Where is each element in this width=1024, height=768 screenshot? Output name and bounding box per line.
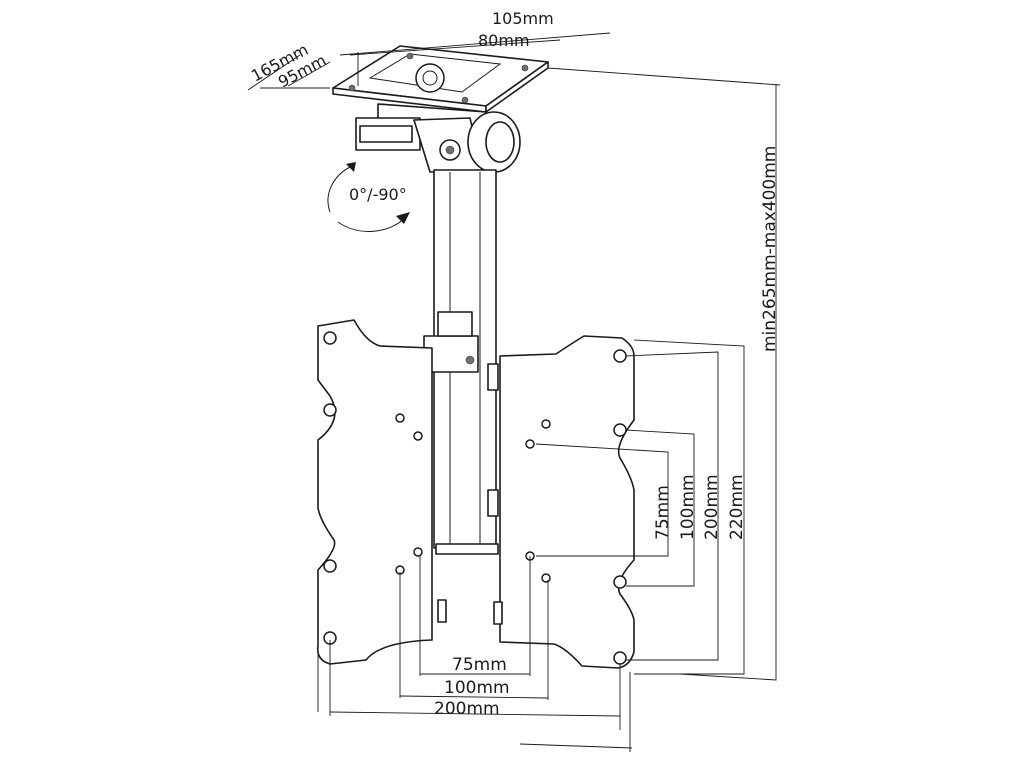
plate-dimension-lines: [247, 32, 781, 91]
vesa-horizontal-100-label: 100mm: [444, 678, 510, 698]
vesa-vertical-200-label: 200mm: [702, 474, 722, 540]
vesa-horizontal-75-label: 75mm: [452, 655, 507, 675]
vertical-dimension-lines: [535, 84, 777, 681]
vesa-horizontal-200-label: 200mm: [434, 699, 500, 719]
height-range-label: min265mm-max400mm: [760, 146, 780, 352]
vesa-plate-left: [316, 319, 447, 665]
plate-width-outer-label: 105mm: [492, 9, 554, 28]
swivel-head: [355, 103, 521, 173]
plate-width-inner-label: 80mm: [478, 31, 530, 50]
vesa-vertical-100-label: 100mm: [678, 474, 698, 540]
ceiling-plate: [332, 45, 549, 113]
rotation-label: 0°/-90°: [349, 185, 407, 204]
extension-pole: [423, 169, 499, 555]
vesa-vertical-220-label: 220mm: [727, 474, 747, 540]
vesa-vertical-75-label: 75mm: [653, 485, 673, 540]
vesa-plate-right: [493, 335, 635, 669]
horizontal-dimension-lines: [317, 556, 633, 752]
rotation-arrow-icon: [327, 162, 410, 232]
plate-center-icon: [415, 63, 445, 93]
